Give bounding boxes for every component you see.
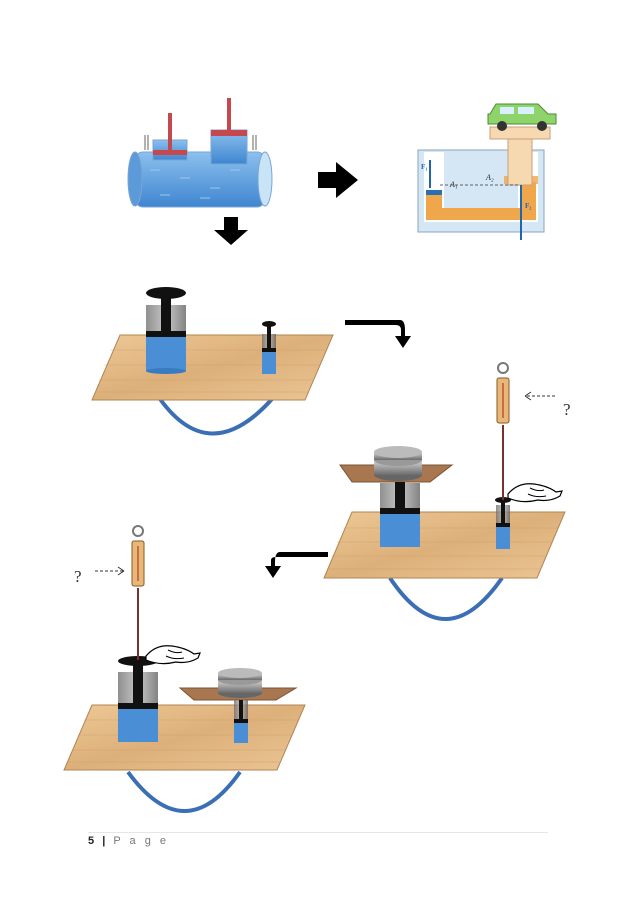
weights-icon-2 [218, 668, 262, 698]
question-mark-lower: ? [74, 567, 82, 586]
footer-divider [88, 832, 548, 833]
press-setup-reversed [63, 525, 306, 813]
force-1-label: F₁ [421, 163, 427, 171]
curved-arrow-icon [345, 320, 411, 348]
force-2-label: F₂ [525, 202, 531, 210]
page-number: 5 [88, 835, 96, 847]
spring-scale-icon [496, 362, 510, 424]
arrow-right-icon [318, 162, 358, 198]
press-setup-weighted [323, 362, 566, 621]
spring-scale-icon-2 [131, 525, 145, 587]
car-icon [487, 103, 557, 131]
footer-separator: | [102, 835, 107, 847]
area-1-label: A₁ [449, 180, 458, 189]
hand-icon-2 [145, 645, 201, 665]
weights-icon [374, 446, 422, 481]
page-label: P a g e [113, 835, 169, 847]
page-footer: 5 | P a g e [88, 835, 169, 847]
press-setup-initial [91, 287, 334, 436]
cylinder-press-illustration [127, 98, 273, 208]
arrow-down-icon [214, 217, 248, 245]
hand-icon [507, 483, 563, 503]
curved-arrow-icon-2 [265, 552, 328, 578]
area-2-label: A₂ [485, 173, 494, 182]
u-tube-car-illustration: A₁ A₂ F₁ F₂ [417, 103, 557, 240]
question-mark-upper: ? [563, 400, 571, 419]
